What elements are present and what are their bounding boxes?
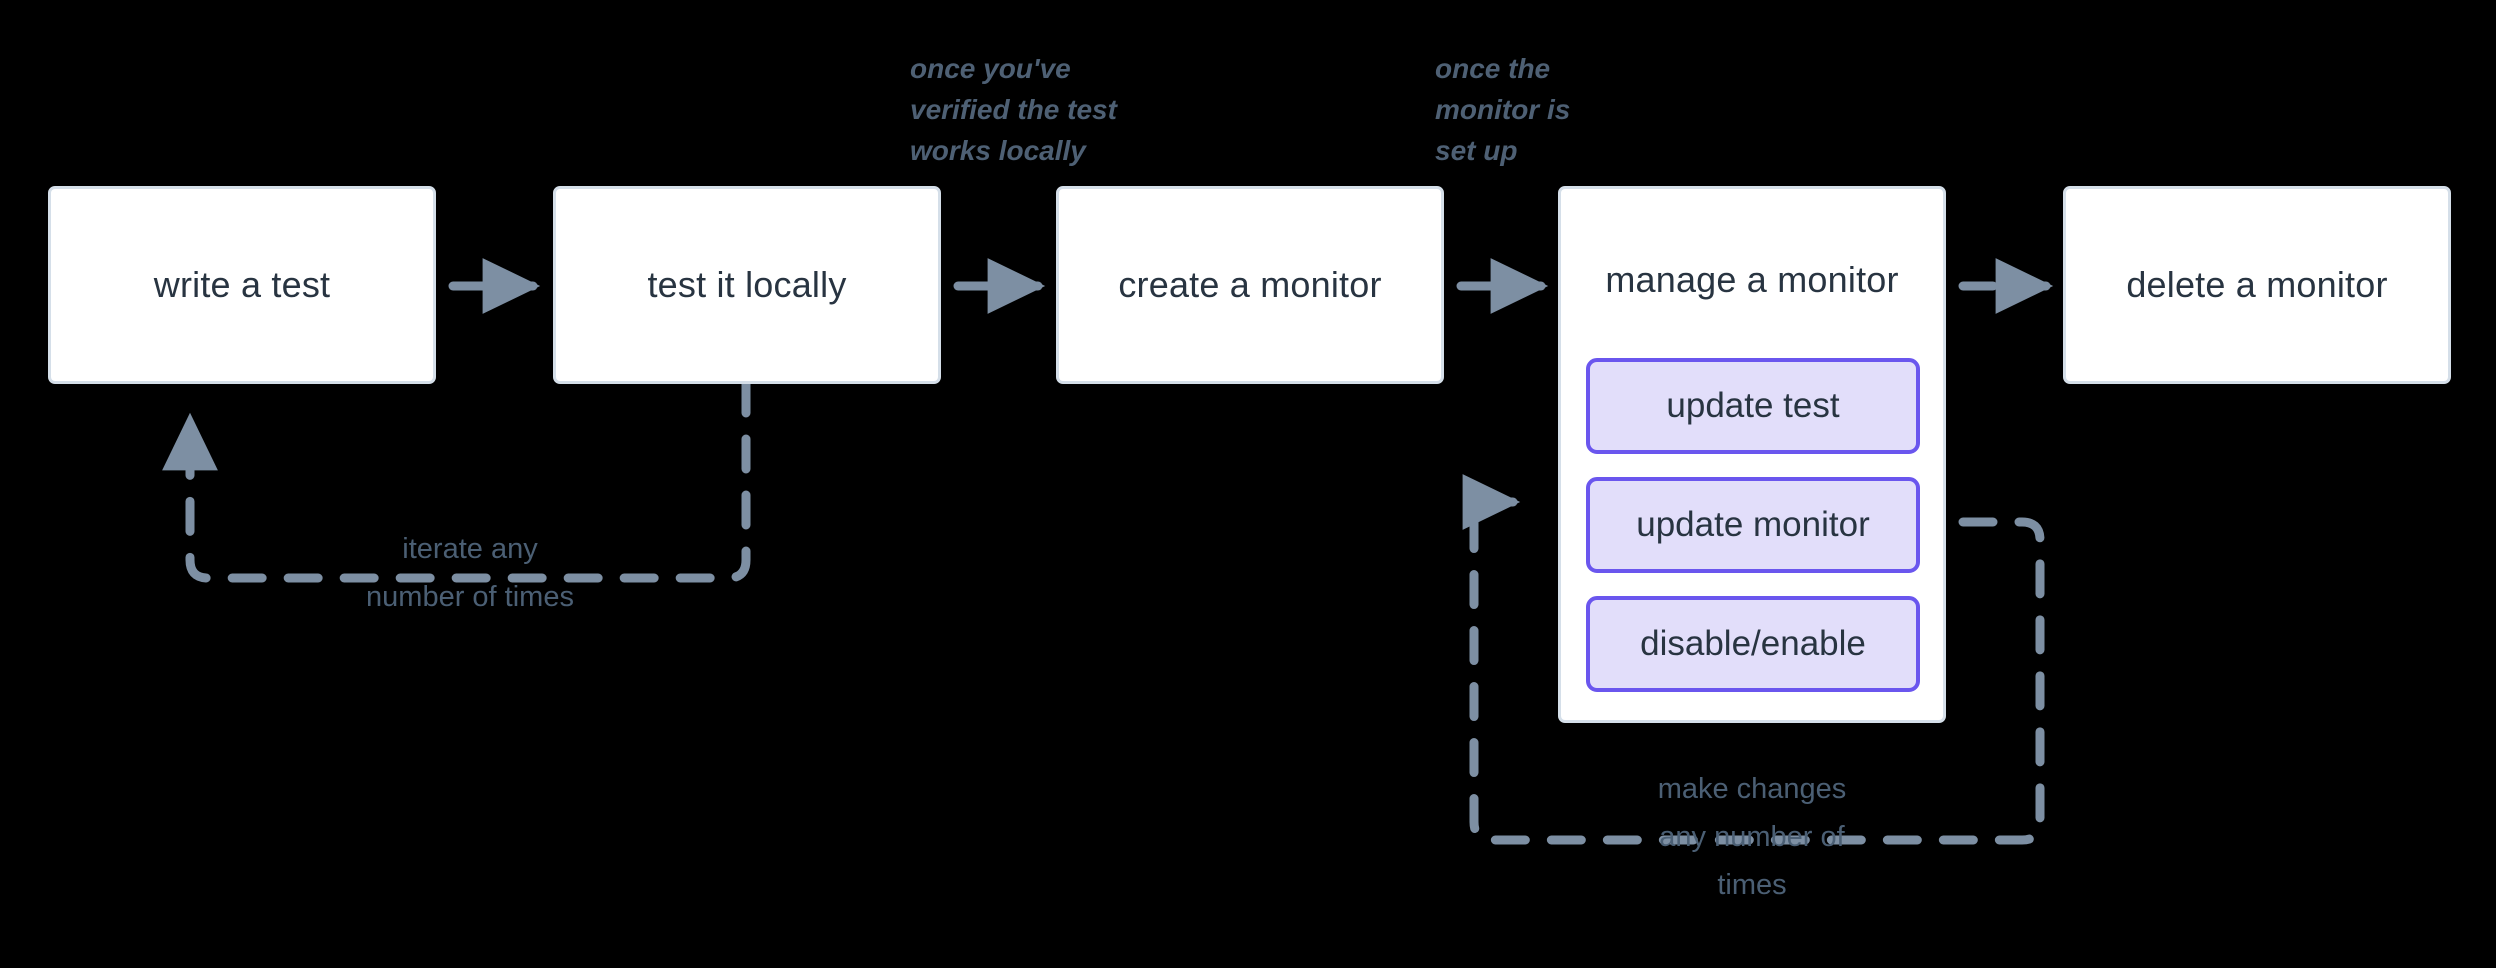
annotation-verified-locally: once you've verified the test works loca… [910,53,1117,166]
node-delete-a-monitor[interactable]: delete a monitor [2063,186,2451,384]
node-label-manage-a-monitor: manage a monitor [1605,259,1899,300]
subitem-label-disable-enable: disable/enable [1640,624,1866,663]
subitem-update-monitor[interactable]: update monitor [1586,477,1920,573]
loop-label-make-changes: make changes any number of times [1657,773,1847,901]
loop-label-iterate: iterate any number of times [366,533,574,613]
annotation-monitor-set-up: once the monitor is set up [1435,53,1571,166]
subitem-update-test[interactable]: update test [1586,358,1920,454]
node-manage-a-monitor[interactable]: manage a monitor update test update moni… [1558,186,1946,723]
node-create-a-monitor[interactable]: create a monitor [1056,186,1444,384]
subitem-label-update-test: update test [1666,386,1840,425]
node-write-a-test[interactable]: write a test [48,186,436,384]
node-label-test-it-locally: test it locally [647,264,847,305]
subitem-label-update-monitor: update monitor [1636,505,1870,544]
subitem-disable-enable[interactable]: disable/enable [1586,596,1920,692]
node-test-it-locally[interactable]: test it locally [553,186,941,384]
node-label-delete-a-monitor: delete a monitor [2126,264,2388,305]
node-label-create-a-monitor: create a monitor [1118,264,1382,305]
node-label-write-a-test: write a test [153,264,331,305]
